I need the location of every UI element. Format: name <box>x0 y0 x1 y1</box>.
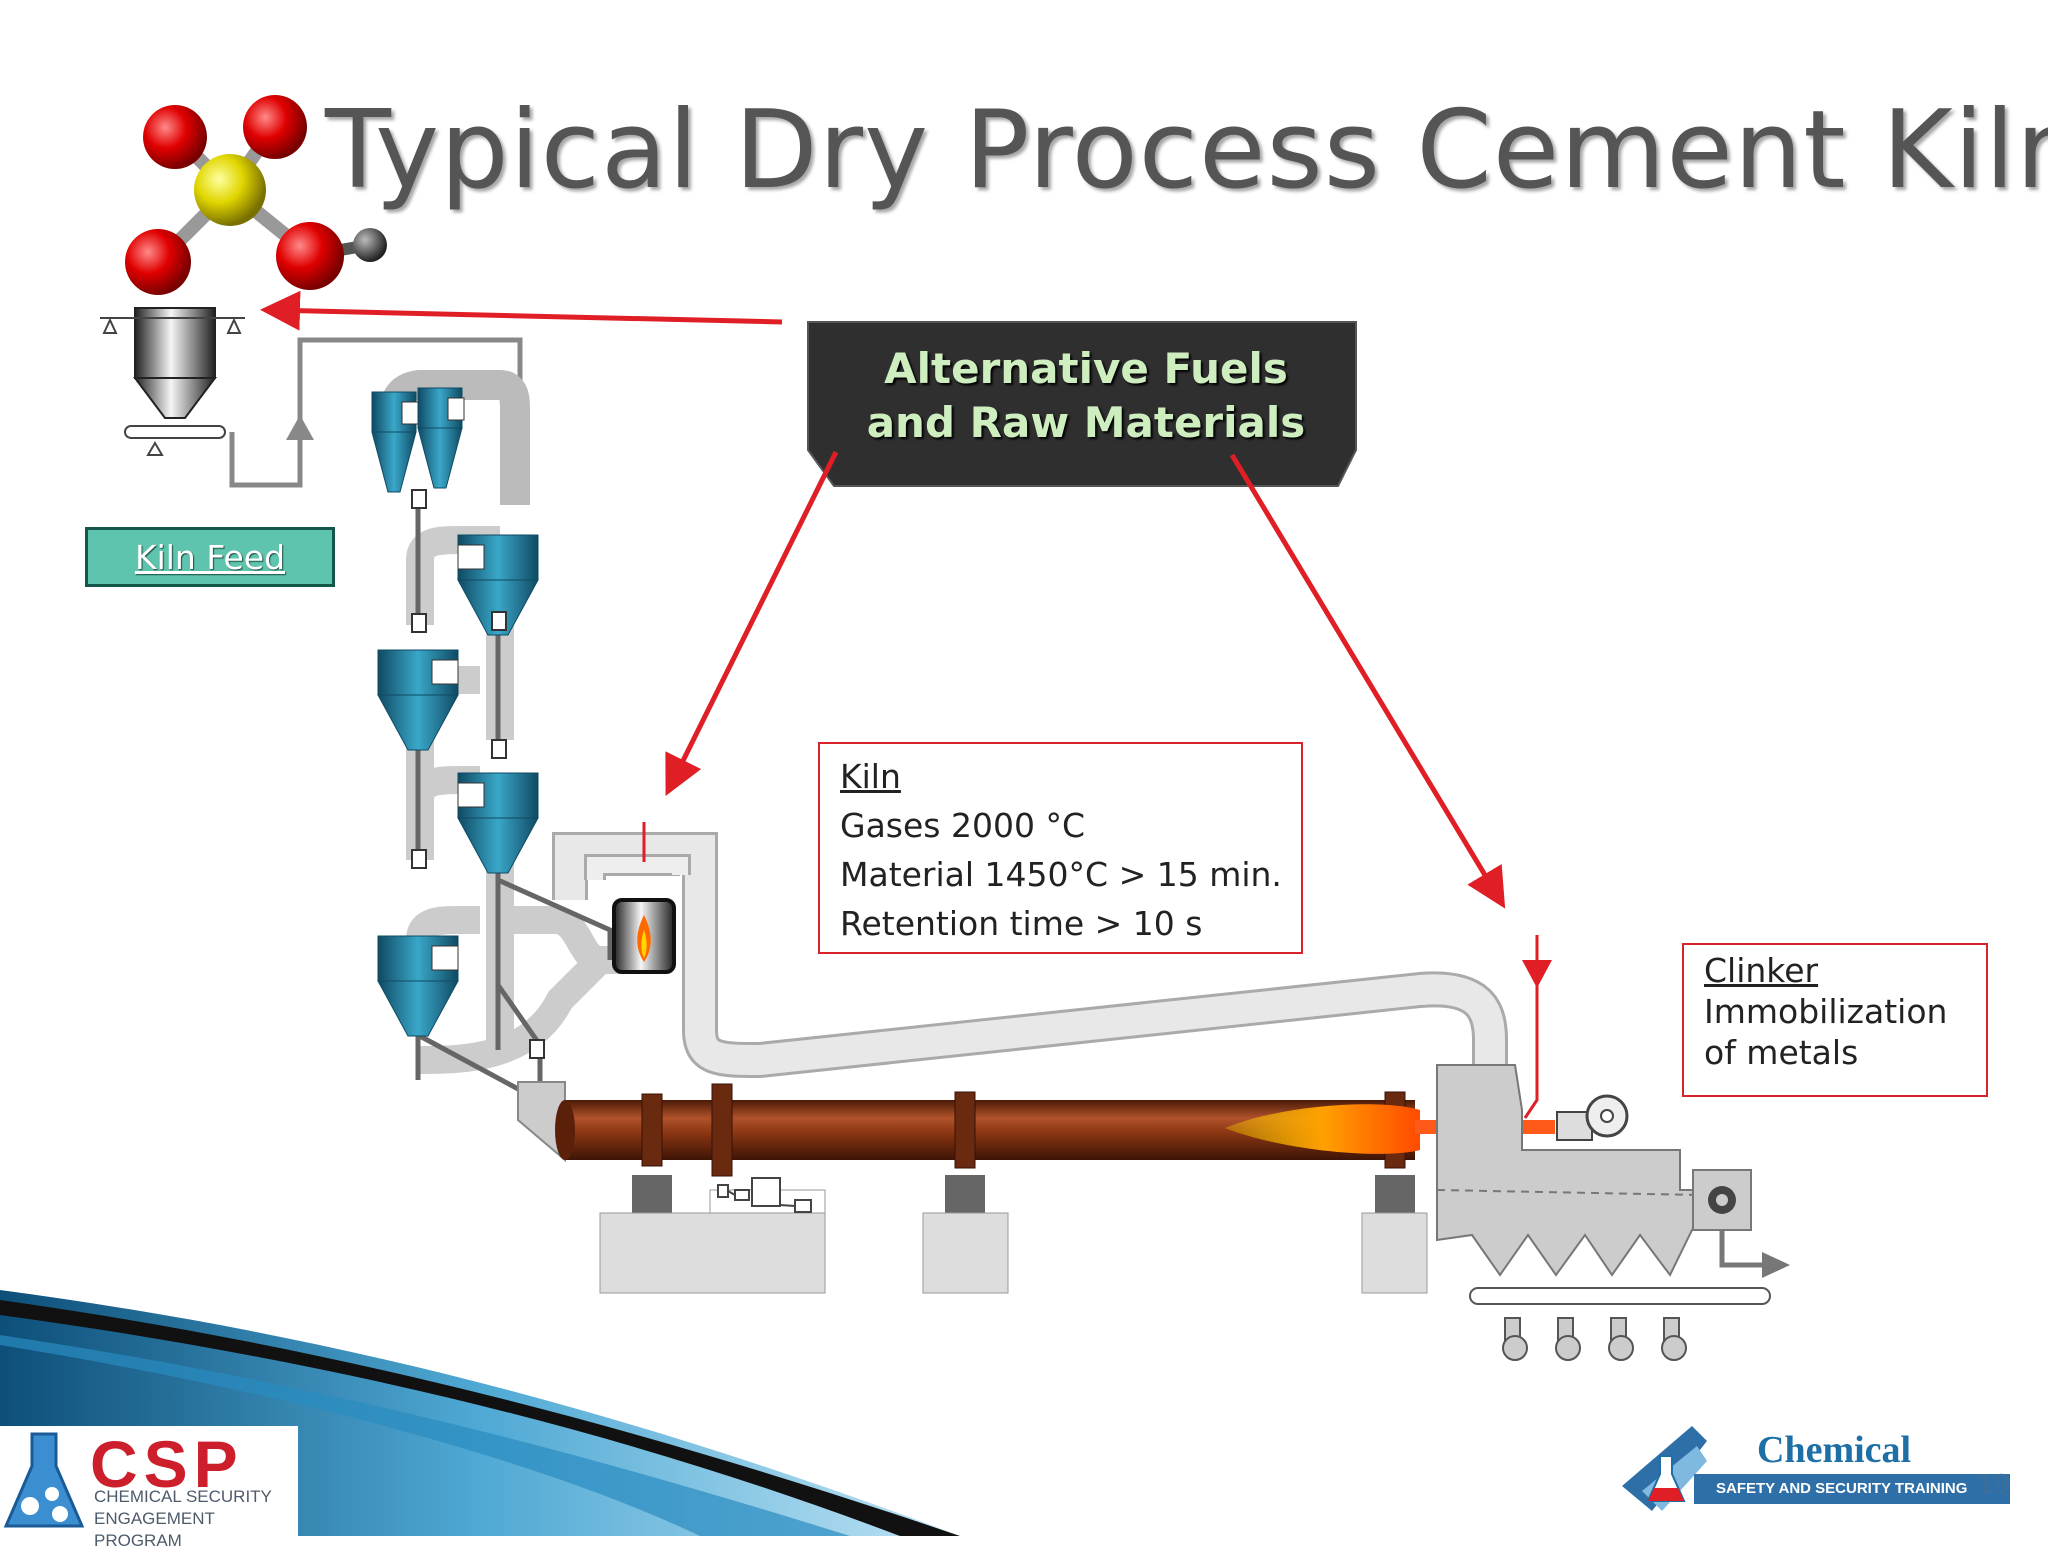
cyclone <box>371 391 419 493</box>
arrow-to-calciner <box>665 450 839 796</box>
arrow-to-cooler <box>1523 935 1539 1119</box>
cyclone <box>457 534 539 636</box>
cst-emblem-icon <box>1622 1426 1707 1511</box>
rotary-kiln <box>555 1083 1555 1177</box>
afrm-arrows <box>260 290 1552 1119</box>
clinker-info-line1: Immobilization <box>1704 992 1948 1031</box>
calciner-burner <box>612 822 676 974</box>
clinker-info-line2: of metals <box>1704 1033 1859 1072</box>
kiln-info-gases: Gases 2000 °C <box>840 806 1085 845</box>
kiln-info-retention: Retention time > 10 s <box>840 904 1203 943</box>
csp-logo: CSP CHEMICAL SECURITY ENGAGEMENT PROGRAM <box>0 1426 298 1550</box>
afrm-label-line2: and Raw Materials <box>866 398 1306 447</box>
csp-subtitle-line2: ENGAGEMENT PROGRAM <box>94 1509 215 1550</box>
feed-hopper <box>100 307 523 488</box>
kiln-info-material: Material 1450°C > 15 min. <box>840 855 1282 894</box>
page-number: 19 <box>1977 1470 2011 1500</box>
arrow-to-feed <box>260 290 783 331</box>
cyclone <box>457 772 539 874</box>
kiln-info-box: Kiln Gases 2000 °C Material 1450°C > 15 … <box>818 742 1303 954</box>
arrow-to-burner <box>1229 453 1506 909</box>
flask-icon <box>3 1432 85 1528</box>
afrm-box-shape <box>807 321 1357 487</box>
kiln-feed-label: Kiln Feed <box>85 527 335 587</box>
cst-tagline: SAFETY AND SECURITY TRAINING <box>1694 1474 2010 1504</box>
cyclone <box>417 387 465 489</box>
preheater-cyclones <box>371 387 545 1059</box>
csp-name: CSP <box>90 1427 244 1501</box>
cyclone <box>377 649 459 751</box>
afrm-label-line1: Alternative Fuels <box>884 344 1288 393</box>
calciner-ducts <box>552 832 1508 1079</box>
feed-lines <box>415 505 613 1093</box>
clinker-info-box: Clinker Immobilization of metals <box>1682 943 1988 1097</box>
afrm-label: Alternative Fuels and Raw Materials <box>813 327 1359 487</box>
cst-name: Chemical <box>1757 1429 1912 1471</box>
page-title: Typical Dry Process Cement Kiln <box>325 88 2048 213</box>
cst-logo: Chemical SAFETY AND SECURITY TRAINING <box>1612 1416 2010 1524</box>
molecule-icon <box>125 95 387 295</box>
clinker-info-heading: Clinker <box>1704 951 1819 990</box>
cyclone <box>377 935 459 1037</box>
csp-subtitle-line1: CHEMICAL SECURITY <box>94 1487 272 1506</box>
kiln-supports <box>599 1175 1428 1294</box>
clinker-cooler <box>1436 1064 1790 1361</box>
kiln-info-heading: Kiln <box>840 757 901 796</box>
csp-subtitle: CHEMICAL SECURITY ENGAGEMENT PROGRAM <box>94 1486 298 1552</box>
